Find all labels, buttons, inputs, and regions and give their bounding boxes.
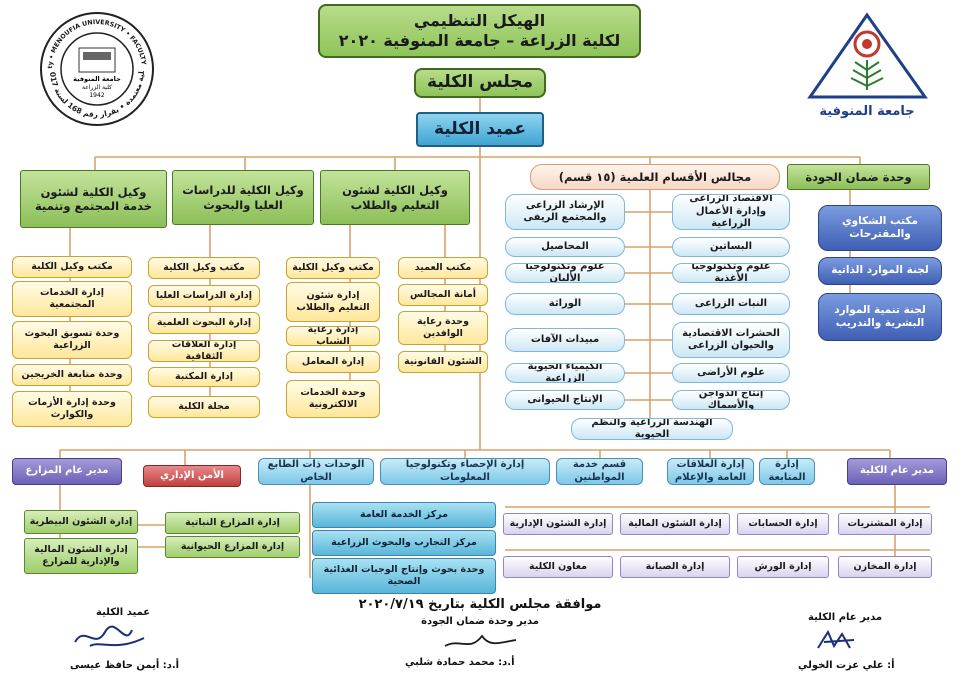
farms-finance-admin-box: إدارة الشئون المالية والإدارية للمزارع [24,538,138,574]
public-service-center-box: مركز الخدمة العامة [312,502,496,528]
e-services-box: وحدة الخدمات الالكترونية [286,380,380,418]
dept-agri-economics: الاقتصاد الزراعى وإدارة الأعمال الزراعية [672,194,790,230]
admin-security-box: الأمن الإداري [143,465,241,487]
dept-agri-engineering: الهندسة الزراعية والنظم الحيوية [571,418,733,440]
legal-affairs-box: الشئون القانونية [398,351,488,373]
dean-box: عميد الكلية [416,112,544,147]
citizen-service-box: قسم خدمة المواطنين [556,458,643,485]
expatriates-care-box: وحدة رعاية الوافدين [398,311,488,345]
community-services-box: إدارة الخدمات المجتمعية [12,281,132,317]
general-manager-box: مدير عام الكلية [847,458,947,485]
dean-signature-title: عميد الكلية [96,607,151,618]
quality-unit-box: وحدة ضمان الجودة [787,164,930,190]
dept-councils-box: مجالس الأقسام العلمية (١٥ قسم) [530,164,780,190]
research-marketing-box: وحدة تسويق البحوث الزراعية [12,321,132,359]
hr-development-committee-box: لجنة تنمية الموارد البشرية والتدريب [818,293,942,341]
chart-title: الهيكل التنظيمي لكلية الزراعة – جامعة ال… [318,4,641,58]
dept-dairy-science: علوم وتكنولوجيا الألبان [505,263,625,283]
maintenance-admin-box: إدارة الصيانة [620,556,730,578]
faculty-assistant-box: معاون الكلية [503,556,613,578]
accounts-admin-box: إدارة الحسابات [737,513,829,535]
approval-note: موافقة مجلس الكلية بتاريخ ٢٠٢٠/٧/١٩ [358,597,602,612]
vice-dean-students-box: وكيل الكلية لشئون التعليم والطلاب [320,170,470,225]
dept-crops: المحاصيل [505,237,625,257]
dept-entomology: الحشرات الاقتصادية والحيوان الزراعى [672,322,790,358]
public-relations-box: إدارة العلاقات العامة والإعلام [667,458,754,485]
dept-soil-science: علوم الأراضى [672,363,790,383]
veterinary-affairs-box: إدارة الشئون البيطرية [24,510,138,534]
healthy-meals-unit-box: وحدة بحوث وإنتاج الوجبات الغذائية الصحية [312,558,496,594]
dean-office-box: مكتب العميد [398,257,488,279]
stores-admin-box: إدارة المخازن [838,556,932,578]
approval-quality-title: مدير وحدة ضمان الجودة [421,616,539,627]
menoufia-university-logo-icon: جامعة المنوفية [807,12,928,119]
dept-agri-botany: النبات الزراعى [672,293,790,315]
dept-poultry-fish: إنتاج الدواجن والأسماك [672,390,790,410]
faculty-accreditation-logo-icon: Accredited Faculty • MENOUFIA UNIVERSITY… [38,10,154,126]
self-resources-committee-box: لجنة الموارد الذاتية [818,257,942,285]
cultural-relations-box: إدارة العلاقات الثقافية [148,340,260,362]
dept-food-science: علوم وتكنولوجيا الأغذية [672,263,790,283]
quality-signature-name: أ.د: محمد حمادة شلبي [405,657,515,668]
dean-signature-name: أ.د: أيمن حافظ عيسى [70,660,180,671]
financial-affairs-box: إدارة الشئون المالية [620,513,730,535]
vice-dean-graduate-box: وكيل الكلية للدراسات العليا والبحوث [172,170,314,225]
farms-general-manager-box: مدير عام المزارع [12,458,122,485]
library-admin-box: إدارة المكتبة [148,367,260,387]
animal-farms-box: إدارة المزارع الحيوانية [165,536,300,558]
svg-text:كلية الزراعة: كلية الزراعة [82,84,112,91]
gm-signature-title: مدير عام الكلية [808,612,883,623]
youth-care-box: إدارة رعاية الشباب [286,326,380,346]
faculty-journal-box: مجلة الكلية [148,396,260,418]
complaints-office-box: مكتب الشكاوي والمقترحات [818,205,942,251]
followup-admin-box: إدارة المتابعة [759,458,815,485]
plant-farms-box: إدارة المزارع النباتية [165,512,300,534]
dept-pesticides: مبيدات الآفات [505,328,625,352]
councils-secretariat-box: أمانة المجالس [398,284,488,306]
quality-signature-icon [444,634,517,647]
grad-vice-office-box: مكتب وكيل الكلية [148,257,260,279]
gm-signature-name: أ: علي عزت الخولي [798,660,895,671]
grad-studies-admin-box: إدارة الدراسات العليا [148,285,260,307]
dept-agri-biochemistry: الكيمياء الحيوية الزراعية [505,363,625,383]
special-units-box: الوحدات ذات الطابع الخاص [258,458,374,485]
chart-title-line2: لكلية الزراعة – جامعة المنوفية ٢٠٢٠ [338,31,621,50]
graduates-followup-box: وحدة متابعة الخريجين [12,364,132,386]
community-vice-office-box: مكتب وكيل الكلية [12,256,132,278]
labs-admin-box: إدارة المعامل [286,351,380,373]
agri-experiments-center-box: مركز التجارب والبحوث الزراعية [312,530,496,556]
students-vice-office-box: مكتب وكيل الكلية [286,257,380,279]
administrative-affairs-box: إدارة الشئون الإدارية [503,513,613,535]
dept-genetics: الوراثة [505,293,625,315]
faculty-council-box: مجلس الكلية [414,68,546,98]
crisis-management-box: وحدة إدارة الأزمات والكوارث [12,391,132,427]
education-affairs-box: إدارة شئون التعليم والطلاب [286,282,380,322]
chart-title-line1: الهيكل التنظيمي [413,11,546,30]
svg-text:جامعة المنوفية: جامعة المنوفية [819,104,914,119]
purchasing-admin-box: إدارة المشتريات [838,513,932,535]
statistics-it-box: إدارة الإحصاء وتكنولوجيا المعلومات [380,458,550,485]
dept-agri-extension: الإرشاد الزراعى والمجتمع الريفى [505,194,625,230]
svg-text:جامعة المنوفية: جامعة المنوفية [73,75,121,83]
research-admin-box: إدارة البحوث العلمية [148,312,260,334]
dept-animal-production: الإنتاج الحيوانى [505,390,625,410]
dept-horticulture: البساتين [672,237,790,257]
workshops-admin-box: إدارة الورش [737,556,829,578]
dean-signature-icon [74,625,145,647]
vice-dean-community-box: وكيل الكلية لشئون خدمة المجتمع وتنمية [20,170,167,228]
gm-signature-icon [817,629,855,649]
svg-text:1942: 1942 [89,92,104,99]
